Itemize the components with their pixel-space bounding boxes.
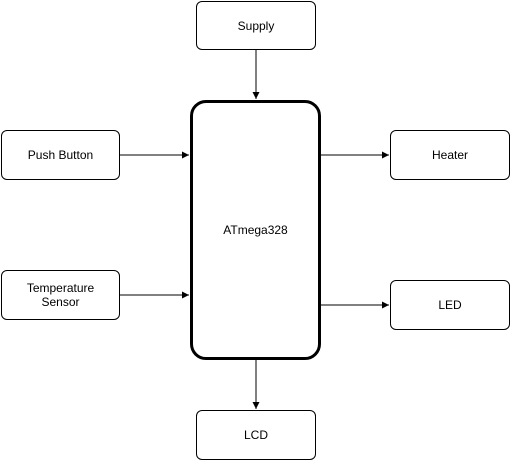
temperature-sensor-label-line1: Temperature [26,281,95,295]
lcd-block[interactable]: LCD [196,410,316,460]
temperature-sensor-label-line2: Sensor [41,295,80,309]
push-button-label: Push Button [27,148,94,162]
temperature-sensor-block[interactable]: Temperature Sensor [1,270,120,320]
push-button-block[interactable]: Push Button [1,130,120,180]
microcontroller-label: ATmega328 [223,223,288,237]
heater-label: Heater [431,148,469,162]
temperature-sensor-label: Temperature Sensor [27,281,94,309]
led-block[interactable]: LED [390,280,510,330]
supply-label: Supply [237,18,275,33]
heater-block[interactable]: Heater [390,130,510,180]
microcontroller-block[interactable]: ATmega328 [190,100,321,360]
lcd-label: LCD [243,428,268,442]
supply-block[interactable]: Supply [196,1,316,50]
led-label: LED [438,298,462,312]
